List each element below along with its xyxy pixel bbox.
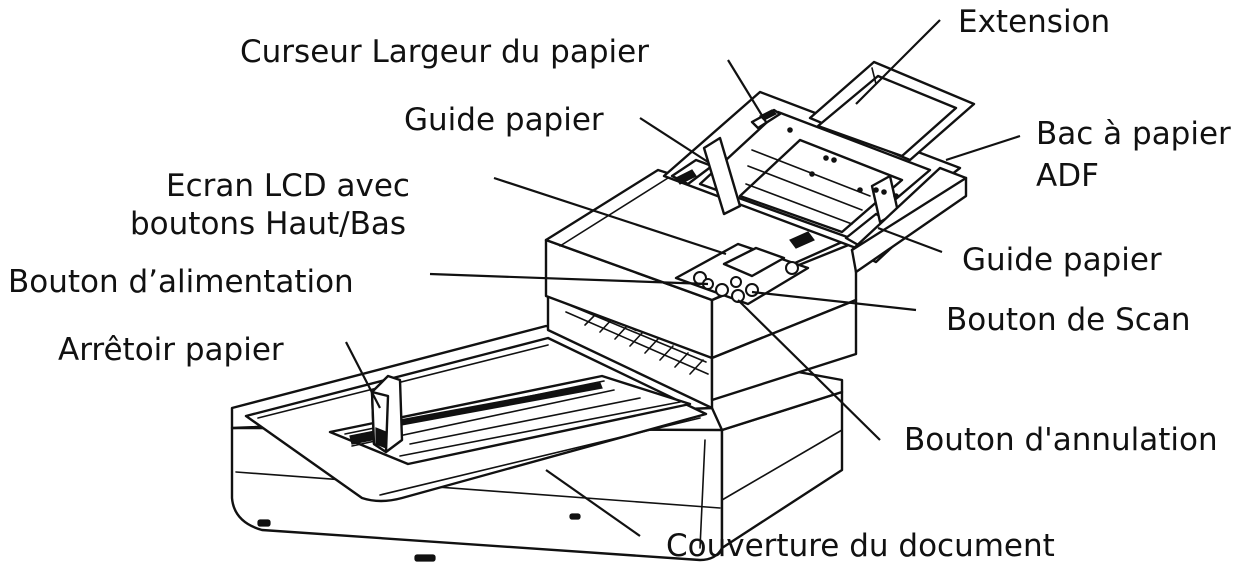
label-paper-guide-top: Guide papier <box>404 102 604 138</box>
label-lcd-line1: Ecran LCD avec <box>166 168 410 204</box>
label-adf-tray-line2: ADF <box>1036 158 1099 194</box>
leader-scan-button <box>751 290 917 312</box>
label-scan-button: Bouton de Scan <box>946 302 1190 338</box>
label-power-button: Bouton d’alimentation <box>8 264 354 300</box>
leader-paper-stopper <box>345 341 381 409</box>
leader-paper-guide-top <box>639 117 709 163</box>
scanner-illustration <box>230 60 976 562</box>
leader-cancel-button <box>737 299 881 441</box>
label-paper-stopper: Arrêtoir papier <box>58 332 284 368</box>
leader-paper-guide-right <box>877 226 943 254</box>
adf-paper-tray-shape <box>850 166 968 274</box>
leader-adf-tray <box>945 134 1021 162</box>
leader-document-cover <box>545 469 641 537</box>
paper-stopper-shape <box>370 374 404 454</box>
leader-extension <box>855 19 941 105</box>
label-lcd-line2: boutons Haut/Bas <box>130 206 406 242</box>
extension-shape <box>808 60 976 162</box>
label-cancel-button: Bouton d'annulation <box>904 422 1218 458</box>
label-document-cover: Couverture du document <box>666 528 1055 564</box>
leader-lcd <box>493 176 727 256</box>
callout-labels: Extension Curseur Largeur du papier Guid… <box>8 4 1231 564</box>
label-paper-width-slider: Curseur Largeur du papier <box>240 34 649 70</box>
label-adf-tray-line1: Bac à papier <box>1036 116 1231 152</box>
label-extension: Extension <box>958 4 1110 40</box>
leader-paper-width-slider <box>727 59 767 123</box>
leader-lines <box>345 19 1021 537</box>
label-paper-guide-right: Guide papier <box>962 242 1162 278</box>
leader-power-button <box>429 272 709 286</box>
adf-feeder <box>662 90 962 250</box>
